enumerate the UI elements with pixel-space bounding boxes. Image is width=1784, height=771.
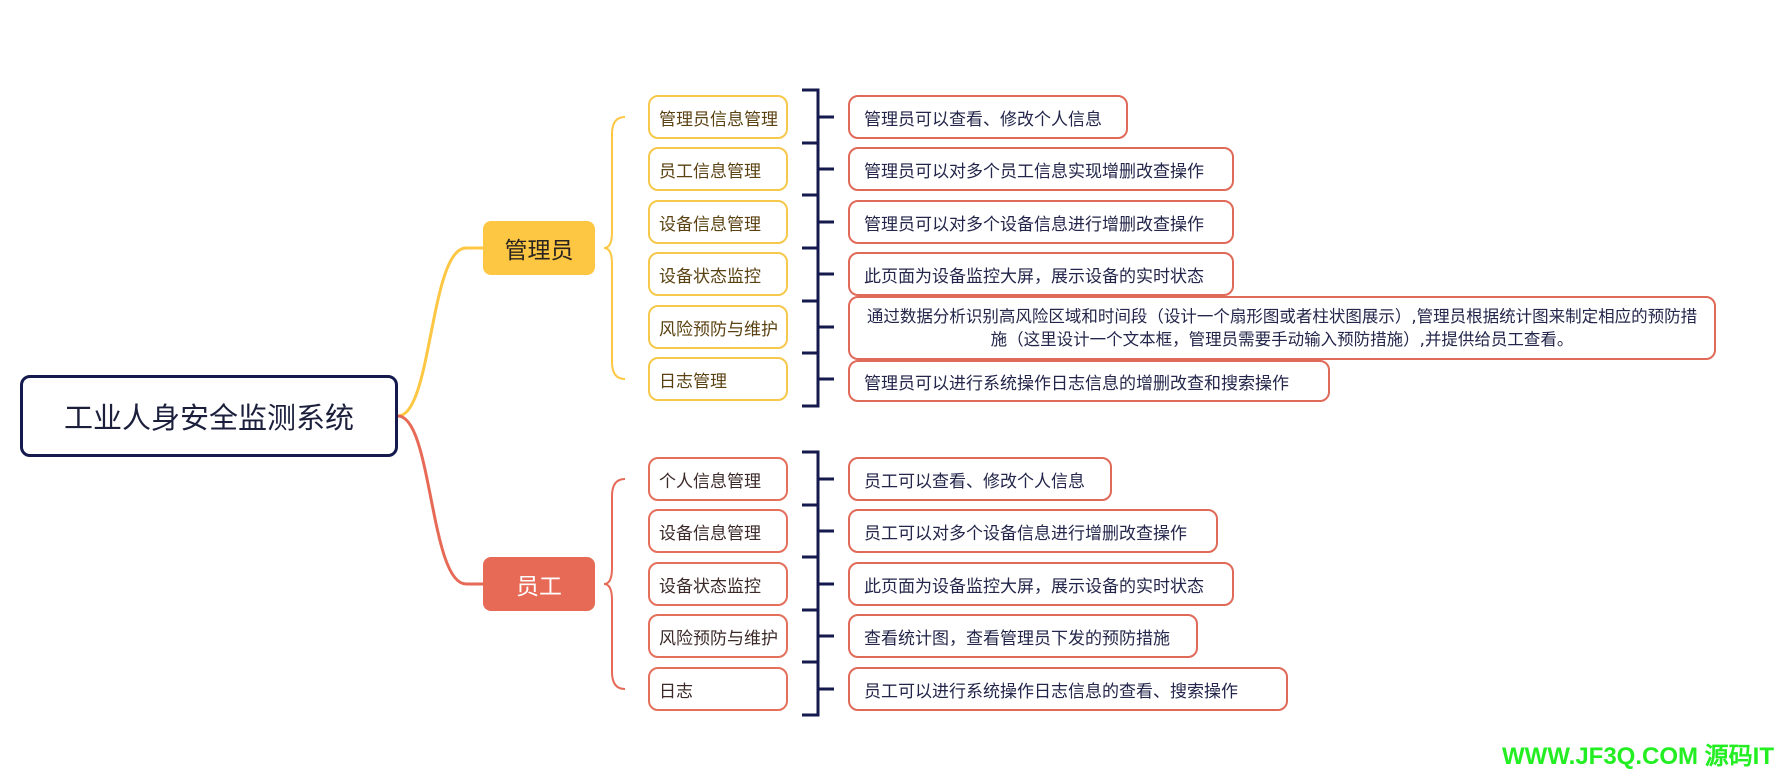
description-node: 员工可以查看、修改个人信息 bbox=[848, 457, 1112, 501]
staff-brace bbox=[603, 478, 626, 690]
description-node: 管理员可以对多个员工信息实现增删改查操作 bbox=[848, 147, 1234, 191]
feature-label: 设备信息管理 bbox=[659, 214, 761, 235]
description-text: 通过数据分析识别高风险区域和时间段（设计一个扇形图或者柱状图展示）,管理员根据统… bbox=[866, 307, 1698, 349]
description-text: 管理员可以进行系统操作日志信息的增删改查和搜索操作 bbox=[864, 373, 1289, 394]
feature-node: 员工信息管理 bbox=[648, 147, 788, 191]
description-node: 通过数据分析识别高风险区域和时间段（设计一个扇形图或者柱状图展示）,管理员根据统… bbox=[848, 296, 1716, 360]
description-text: 管理员可以对多个员工信息实现增删改查操作 bbox=[864, 161, 1204, 182]
feature-label: 设备状态监控 bbox=[659, 576, 761, 597]
root-node: 工业人身安全监测系统 bbox=[20, 375, 398, 457]
feature-node: 设备状态监控 bbox=[648, 252, 788, 296]
description-text: 查看统计图，查看管理员下发的预防措施 bbox=[864, 628, 1170, 649]
root-to-admin-connector bbox=[397, 246, 483, 418]
description-text: 管理员可以对多个设备信息进行增删改查操作 bbox=[864, 214, 1204, 235]
feature-node: 风险预防与维护 bbox=[648, 305, 788, 349]
feature-label: 设备信息管理 bbox=[659, 523, 761, 544]
feature-node: 设备信息管理 bbox=[648, 509, 788, 553]
feature-node: 设备信息管理 bbox=[648, 200, 788, 244]
feature-label: 日志 bbox=[659, 681, 693, 702]
feature-label: 风险预防与维护 bbox=[659, 319, 778, 340]
description-node: 员工可以对多个设备信息进行增删改查操作 bbox=[848, 509, 1218, 553]
description-node: 管理员可以进行系统操作日志信息的增删改查和搜索操作 bbox=[848, 360, 1330, 402]
description-node: 此页面为设备监控大屏，展示设备的实时状态 bbox=[848, 562, 1234, 606]
feature-node: 管理员信息管理 bbox=[648, 95, 788, 139]
description-node: 查看统计图，查看管理员下发的预防措施 bbox=[848, 614, 1198, 658]
feature-label: 设备状态监控 bbox=[659, 266, 761, 287]
feature-label: 风险预防与维护 bbox=[659, 628, 778, 649]
group-staff-label: 员工 bbox=[516, 574, 562, 600]
description-node: 员工可以进行系统操作日志信息的查看、搜索操作 bbox=[848, 667, 1288, 711]
description-text: 此页面为设备监控大屏，展示设备的实时状态 bbox=[864, 576, 1204, 597]
description-text: 员工可以对多个设备信息进行增删改查操作 bbox=[864, 523, 1187, 544]
admin-brace bbox=[603, 116, 626, 380]
group-staff: 员工 bbox=[483, 557, 595, 611]
feature-node: 日志管理 bbox=[648, 357, 788, 401]
description-text: 员工可以进行系统操作日志信息的查看、搜索操作 bbox=[864, 681, 1238, 702]
description-text: 此页面为设备监控大屏，展示设备的实时状态 bbox=[864, 266, 1204, 287]
feature-node: 风险预防与维护 bbox=[648, 614, 788, 658]
feature-node: 个人信息管理 bbox=[648, 457, 788, 501]
staff-detail-bracket bbox=[802, 450, 834, 717]
group-admin-label: 管理员 bbox=[504, 238, 574, 264]
feature-label: 日志管理 bbox=[659, 371, 727, 392]
feature-label: 管理员信息管理 bbox=[659, 109, 778, 130]
group-admin: 管理员 bbox=[483, 221, 595, 275]
description-node: 此页面为设备监控大屏，展示设备的实时状态 bbox=[848, 252, 1234, 296]
feature-node: 设备状态监控 bbox=[648, 562, 788, 606]
feature-label: 员工信息管理 bbox=[659, 161, 761, 182]
admin-detail-bracket bbox=[802, 88, 834, 408]
root-to-staff-connector bbox=[397, 414, 483, 586]
description-node: 管理员可以查看、修改个人信息 bbox=[848, 95, 1128, 139]
description-text: 管理员可以查看、修改个人信息 bbox=[864, 109, 1102, 130]
feature-node: 日志 bbox=[648, 667, 788, 711]
description-text: 员工可以查看、修改个人信息 bbox=[864, 471, 1085, 492]
feature-label: 个人信息管理 bbox=[659, 471, 761, 492]
description-node: 管理员可以对多个设备信息进行增删改查操作 bbox=[848, 200, 1234, 244]
watermark: WWW.JF3Q.COM 源码IT bbox=[1502, 743, 1774, 770]
root-title: 工业人身安全监测系统 bbox=[63, 401, 354, 435]
